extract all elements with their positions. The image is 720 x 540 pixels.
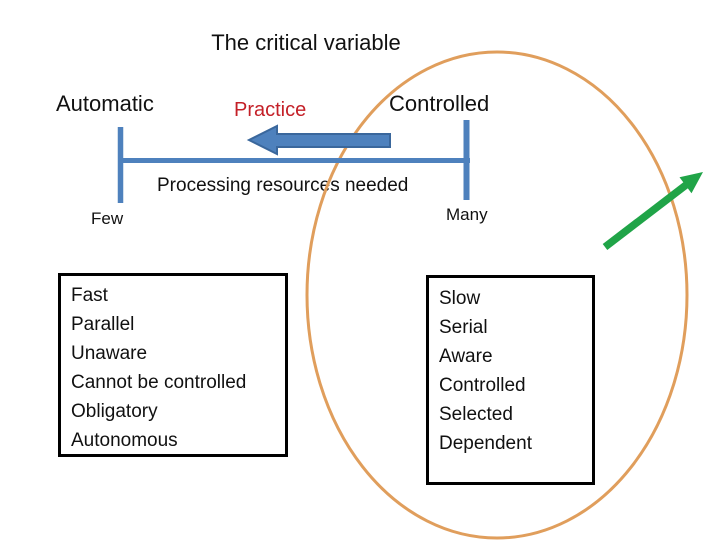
green-arrow-head-icon [679,172,703,194]
practice-left-arrow-icon [246,124,391,156]
label-many: Many [446,205,488,224]
list-item: Aware [439,346,493,367]
axis-caption: Processing resources needed [157,175,409,196]
slide-title: The critical variable [211,30,401,55]
automatic-properties-list: Fast Parallel Unaware Cannot be controll… [71,281,285,455]
label-controlled: Controlled [389,91,490,116]
label-practice: Practice [234,99,307,121]
label-automatic: Automatic [56,91,154,116]
list-item: Controlled [439,375,526,396]
list-item: Autonomous [71,430,178,451]
list-item: Fast [71,285,108,306]
automatic-properties-box: Fast Parallel Unaware Cannot be controll… [58,273,288,457]
label-few: Few [91,209,124,228]
green-arrow-shaft [602,182,689,250]
list-item: Serial [439,317,488,338]
list-item: Parallel [71,314,135,335]
controlled-properties-box: Slow Serial Aware Controlled Selected De… [426,275,595,485]
list-item: Cannot be controlled [71,372,247,393]
list-item: Selected [439,404,513,425]
list-item: Dependent [439,433,532,454]
controlled-properties-list: Slow Serial Aware Controlled Selected De… [439,284,592,458]
list-item: Slow [439,288,481,309]
list-item: Unaware [71,343,148,364]
list-item: Obligatory [71,401,158,422]
